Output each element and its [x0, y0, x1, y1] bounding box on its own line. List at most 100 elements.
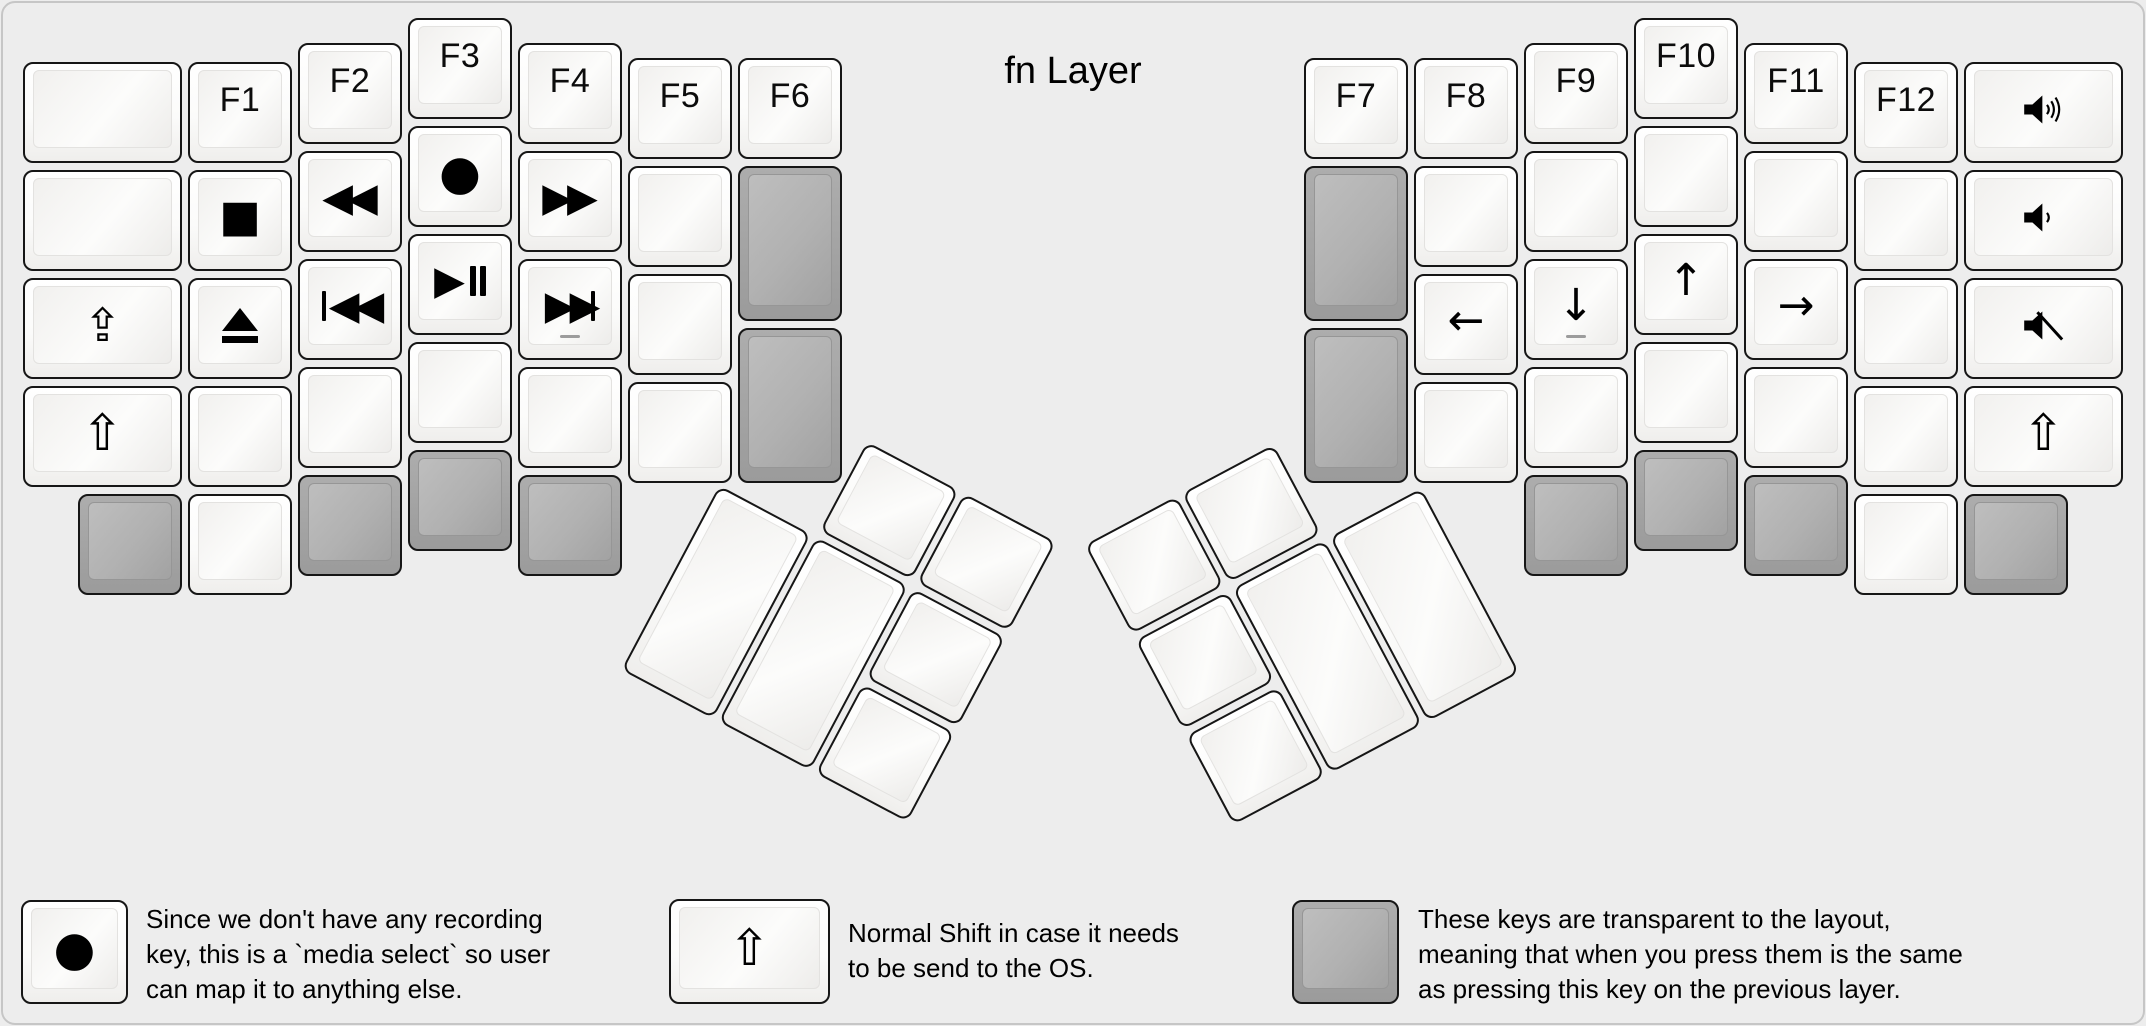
key-record: ● — [408, 126, 512, 227]
key-arrow-down: ↓ — [1524, 259, 1628, 360]
up-arrow-icon: ↑ — [1667, 255, 1705, 306]
layer-title: fn Layer — [1004, 50, 1142, 92]
rewind-icon: ◀◀ — [322, 175, 377, 221]
key-label: F12 — [1875, 80, 1937, 119]
homing-bar — [1566, 335, 1586, 338]
key-transparent — [408, 450, 512, 551]
key-blank — [298, 367, 402, 468]
volume-down-icon — [2019, 201, 2069, 234]
key-f6: F6 — [738, 58, 842, 159]
key-f1: F1 — [188, 62, 292, 163]
key-arrow-right: → — [1744, 259, 1848, 360]
legend-record-text: Since we don't have any recording key, t… — [146, 904, 551, 1004]
key-blank — [1854, 494, 1958, 595]
next-track-icon: ▶▶ — [544, 283, 600, 329]
volume-up-icon — [2019, 93, 2069, 126]
key-blank — [23, 170, 182, 271]
key-label: F7 — [1335, 76, 1377, 115]
key-f9: F9 — [1524, 43, 1628, 144]
key-label: F9 — [1555, 61, 1597, 100]
key-shift-left: ⇧ — [23, 386, 182, 487]
right-arrow-icon: → — [1777, 280, 1815, 331]
key-blank — [1854, 386, 1958, 487]
homing-bar — [560, 335, 580, 338]
key-arrow-left: ← — [1414, 274, 1518, 375]
key-blank — [518, 367, 622, 468]
key-label: F8 — [1445, 76, 1487, 115]
key-play-pause: ▶ — [408, 234, 512, 335]
key-blank — [1414, 166, 1518, 267]
key-blank — [1854, 170, 1958, 271]
key-f2: F2 — [298, 43, 402, 144]
key-next-track: ▶▶ — [518, 259, 622, 360]
legend-transparent-key — [1292, 900, 1399, 1004]
key-label: F5 — [659, 76, 701, 115]
key-blank — [628, 382, 732, 483]
key-transparent — [298, 475, 402, 576]
left-arrow-icon: ← — [1447, 295, 1485, 346]
legend-shift-text: Normal Shift in case it needs to be send… — [848, 918, 1179, 983]
key-blank — [628, 274, 732, 375]
key-transparent — [518, 475, 622, 576]
prev-track-icon: ◀◀ — [321, 286, 384, 326]
fast-forward-icon: ▶▶ — [542, 175, 597, 221]
legend-transparent-text: These keys are transparent to the layout… — [1418, 904, 1963, 1004]
key-caps-lock: ⇪ — [23, 278, 182, 379]
key-blank — [1744, 367, 1848, 468]
key-transparent — [78, 494, 182, 595]
key-transparent — [1964, 494, 2068, 595]
key-blank — [1634, 126, 1738, 227]
legend-shift-key: ⇧ — [669, 899, 830, 1004]
legend-record-key: ● — [21, 900, 128, 1004]
key-blank — [1744, 151, 1848, 252]
key-blank — [188, 494, 292, 595]
key-blank — [628, 166, 732, 267]
record-icon: ● — [53, 920, 96, 977]
key-blank — [408, 342, 512, 443]
key-blank — [1524, 151, 1628, 252]
key-shift-right: ⇧ — [1964, 386, 2123, 487]
stop-icon: ■ — [219, 191, 261, 242]
shift-icon: ⇧ — [81, 404, 124, 462]
key-transparent — [738, 328, 842, 483]
record-icon: ● — [439, 145, 481, 201]
key-f5: F5 — [628, 58, 732, 159]
play-pause-icon: ▶ — [434, 261, 486, 301]
key-label: F6 — [769, 76, 811, 115]
key-mute — [1964, 278, 2123, 379]
key-prev-track: ◀◀ — [298, 259, 402, 360]
key-f11: F11 — [1744, 43, 1848, 144]
key-blank — [1854, 278, 1958, 379]
key-volume-down — [1964, 170, 2123, 271]
eject-icon — [222, 307, 258, 343]
key-fast-forward: ▶▶ — [518, 151, 622, 252]
key-f10: F10 — [1634, 18, 1738, 119]
key-f8: F8 — [1414, 58, 1518, 159]
key-label: F11 — [1767, 61, 1825, 100]
key-label: F4 — [549, 61, 591, 100]
key-stop: ■ — [188, 170, 292, 271]
caps-lock-icon: ⇪ — [83, 298, 122, 352]
key-rewind: ◀◀ — [298, 151, 402, 252]
down-arrow-icon: ↓ — [1557, 280, 1595, 331]
key-blank — [1414, 382, 1518, 483]
key-blank — [188, 386, 292, 487]
key-f3: F3 — [408, 18, 512, 119]
key-transparent — [1304, 328, 1408, 483]
key-eject — [188, 278, 292, 379]
key-arrow-up: ↑ — [1634, 234, 1738, 335]
key-volume-up — [1964, 62, 2123, 163]
shift-icon: ⇧ — [2022, 404, 2065, 462]
shift-icon: ⇧ — [728, 919, 771, 977]
key-f7: F7 — [1304, 58, 1408, 159]
key-blank — [1524, 367, 1628, 468]
key-blank — [1634, 342, 1738, 443]
key-label: F1 — [219, 80, 261, 119]
key-label: F2 — [329, 61, 371, 100]
key-transparent — [1304, 166, 1408, 321]
key-transparent — [738, 166, 842, 321]
mute-icon — [2019, 309, 2069, 342]
key-f12: F12 — [1854, 62, 1958, 163]
key-transparent — [1744, 475, 1848, 576]
